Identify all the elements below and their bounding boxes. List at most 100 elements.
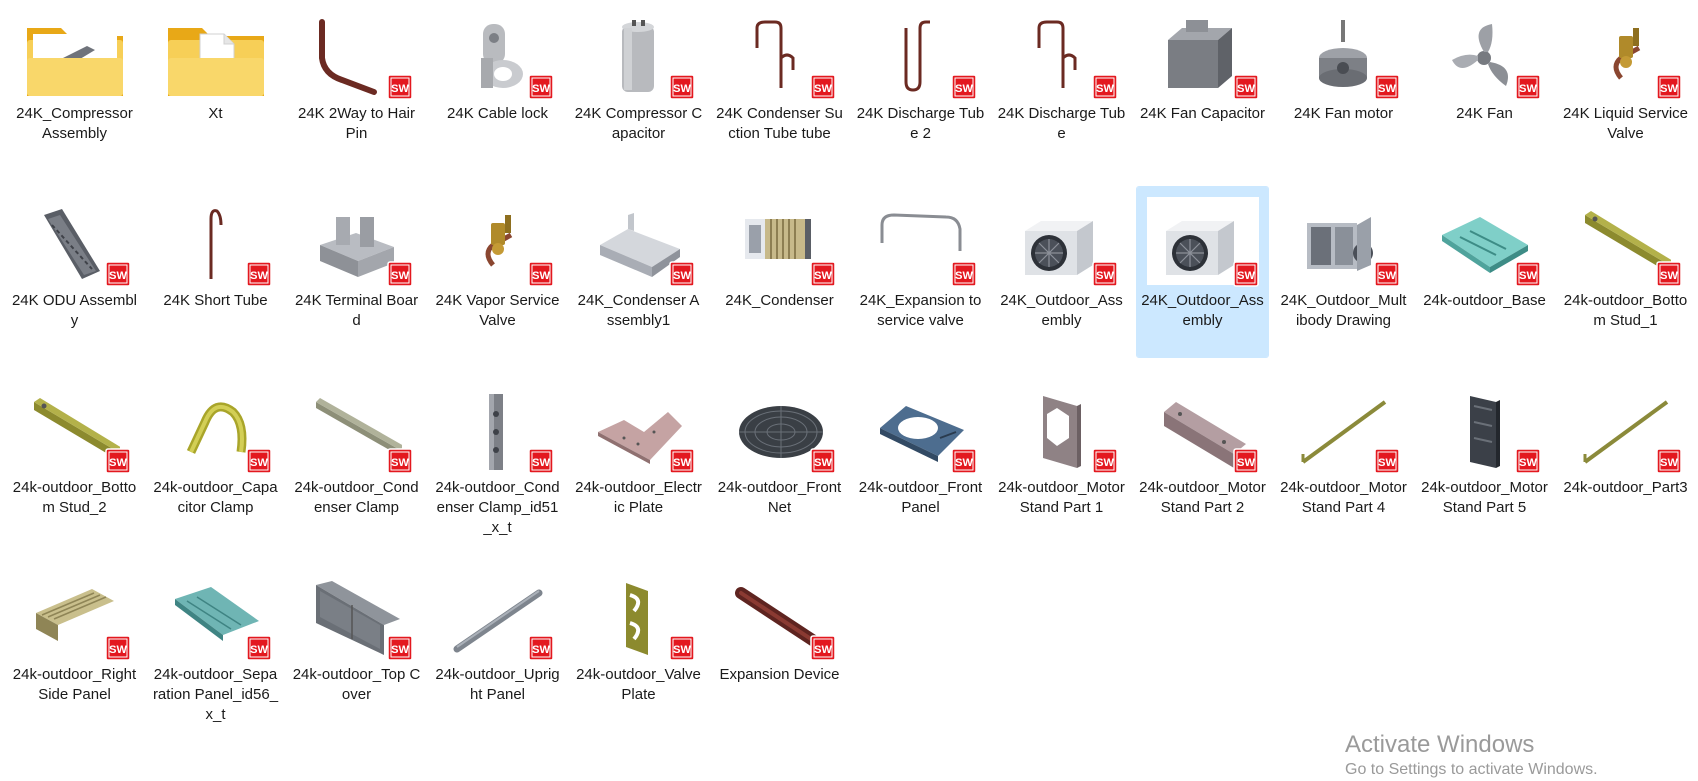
stud-icon (30, 392, 120, 472)
solidworks-badge-icon: SW (104, 635, 131, 661)
solidworks-badge-icon: SW (1514, 448, 1541, 474)
svg-text:SW: SW (532, 457, 550, 469)
solidworks-badge-icon: SW (668, 635, 695, 661)
solidworks-badge-icon: SW (668, 448, 695, 474)
arch-tube-icon (876, 205, 966, 285)
short-tube-icon (171, 205, 261, 285)
file-name-label: 24k-outdoor_Valve Plate (576, 666, 701, 703)
solidworks-badge-icon: SW (1373, 74, 1400, 100)
file-name-label: 24K_Outdoor_Assembly (1141, 292, 1264, 329)
odu-panel-icon (30, 205, 120, 285)
solidworks-badge-icon: SW (1091, 261, 1118, 287)
valve-icon (1581, 18, 1671, 98)
file-item[interactable]: SW 24K_Outdoor_Assembly (1136, 186, 1269, 358)
svg-text:SW: SW (814, 457, 832, 469)
watermark-subtitle: Go to Settings to activate Windows. (1345, 761, 1598, 778)
solidworks-badge-icon: SW (527, 74, 554, 100)
solidworks-badge-icon: SW (104, 448, 131, 474)
file-thumbnail (160, 10, 272, 98)
thin-rod-icon (1299, 392, 1389, 472)
solidworks-badge-icon: SW (1373, 448, 1400, 474)
solidworks-badge-icon: SW (1232, 261, 1259, 287)
file-name-label: 24k-outdoor_Bottom Stud_1 (1563, 292, 1688, 329)
svg-text:SW: SW (109, 270, 127, 282)
file-thumbnail: SW (1288, 197, 1400, 287)
solidworks-badge-icon: SW (1373, 261, 1400, 287)
top-cover-icon (312, 579, 402, 659)
solidworks-badge-icon: SW (809, 448, 836, 474)
svg-text:SW: SW (955, 457, 973, 469)
file-item[interactable]: SW 24K Fan motor (1278, 0, 1409, 170)
separation-panel-icon (171, 579, 261, 659)
svg-text:SW: SW (1237, 457, 1255, 469)
doc-folder-icon (166, 18, 266, 98)
valve-icon (453, 205, 543, 285)
file-name-label: 24k-outdoor_Part3 (1563, 479, 1688, 496)
solidworks-badge-icon: SW (1514, 261, 1541, 287)
solidworks-badge-icon: SW (386, 261, 413, 287)
file-thumbnail: SW (1288, 384, 1400, 474)
vertical-bar-icon (453, 392, 543, 472)
svg-text:SW: SW (391, 270, 409, 282)
folder-item[interactable]: 24K_Compressor Assembly (9, 0, 140, 170)
file-thumbnail: SW (1006, 384, 1118, 474)
file-thumbnail: SW (160, 571, 272, 661)
svg-text:SW: SW (1096, 270, 1114, 282)
svg-text:SW: SW (1519, 457, 1537, 469)
file-name-label: 24K Compressor Capacitor (574, 105, 703, 142)
file-thumbnail: SW (442, 571, 554, 661)
file-thumbnail: SW (1006, 197, 1118, 287)
file-thumbnail: SW (301, 197, 413, 287)
file-name-label: 24K Cable lock (447, 105, 548, 122)
svg-text:SW: SW (814, 270, 832, 282)
file-name-label: 24K Fan (1456, 105, 1513, 122)
file-item[interactable]: SW 24K Cable lock (432, 0, 563, 170)
file-item[interactable]: SW 24k-outdoor_Valve Plate (573, 561, 704, 731)
folder-item[interactable]: Xt (150, 0, 281, 170)
file-name-label: 24k-outdoor_Top Cover (292, 666, 421, 703)
solidworks-badge-icon: SW (1091, 74, 1118, 100)
long-bar-icon (312, 392, 402, 472)
angle-bracket-icon (1158, 392, 1248, 472)
outdoor-unit-icon (1017, 205, 1107, 285)
bent-pipe-icon (312, 18, 402, 98)
file-name-label: 24K Fan motor (1293, 105, 1394, 122)
